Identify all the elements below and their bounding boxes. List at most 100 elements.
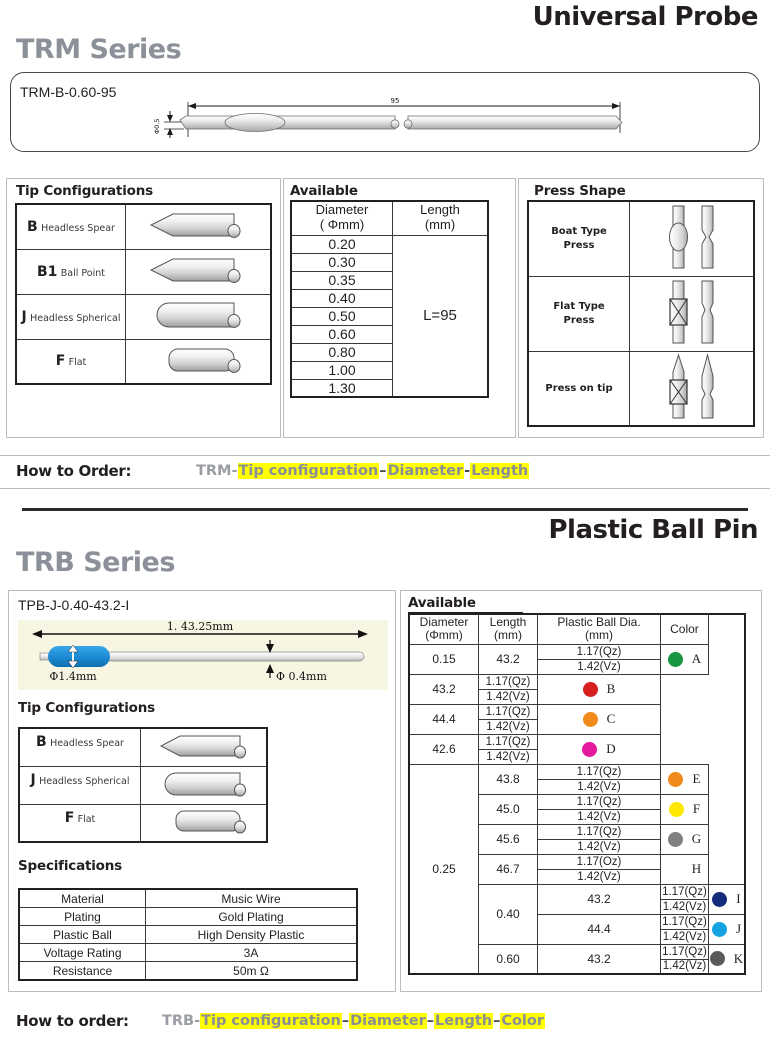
tip-label-cell: B Headless Spear — [15, 203, 126, 250]
section-divider — [22, 508, 748, 511]
trb-order-label: How to order: — [16, 1012, 129, 1030]
ball-dia-cell: 1.17(Qz) — [478, 673, 538, 690]
color-cell: J — [707, 913, 746, 945]
trm-available-table: Diameter( Φmm) Length(mm) 0.20 L=95 0.30… — [290, 200, 489, 398]
trm-order-label: How to Order: — [16, 462, 132, 480]
trb-available-header: Available — [408, 595, 523, 614]
length-cell: 43.2 — [537, 943, 661, 975]
color-cell: K — [707, 943, 746, 975]
table-row: 0.60 — [290, 324, 488, 344]
color-cell: G — [660, 823, 709, 855]
press-label-line1: Flat Type — [553, 301, 605, 312]
ball-dia-cell: 1.17(Qz) — [537, 763, 661, 780]
plastic-ball-pin-title: Plastic Ball Pin — [548, 515, 758, 545]
order-sep-1: – — [341, 1013, 350, 1029]
length-cell: 45.6 — [478, 823, 538, 855]
color-letter: G — [691, 831, 702, 846]
tip-label-cell: J Headless Spherical — [15, 293, 126, 340]
spec-key: Material — [18, 888, 146, 908]
color-dot-j — [711, 921, 727, 937]
ball-dia-cell: 1.42(Vz) — [660, 898, 709, 915]
spec-value: Gold Plating — [145, 907, 358, 926]
tip-code: F — [64, 809, 75, 826]
spear-tip-icon — [159, 735, 246, 759]
press-shape-cell — [629, 275, 755, 352]
tip-label-cell: F Flat — [18, 803, 141, 843]
diameter-cell: 1.00 — [290, 360, 393, 380]
tip-code: B — [36, 734, 47, 750]
order-part-length: Length — [434, 1013, 494, 1029]
order-part-diameter: Diameter — [386, 463, 465, 479]
boat-press-icon — [668, 205, 713, 269]
spherical-tip-icon — [164, 772, 246, 796]
tip-code: F — [55, 353, 66, 370]
ball-dia-cell: 1.42(Vz) — [537, 778, 661, 795]
length-cell: 42.6 — [408, 733, 479, 765]
col-diameter-header: Diameter(Φmm) — [408, 613, 479, 645]
tip-name: Headless Spear — [50, 738, 124, 749]
table-row: F Flat — [15, 338, 272, 385]
spherical-tip-icon — [156, 302, 241, 328]
length-cell: 43.2 — [408, 673, 479, 705]
trm-order-band — [0, 455, 770, 489]
spec-value: 50m Ω — [145, 961, 358, 981]
ball-dia-cell: 1.42(Vz) — [478, 718, 538, 735]
col-diameter-header: Diameter( Φmm) — [290, 200, 393, 236]
color-cell: D — [537, 733, 661, 765]
tip-name: Headless Spear — [41, 222, 115, 234]
ball-dia-cell: 1.17(Qz) — [537, 793, 661, 810]
tip-shape-cell — [125, 338, 272, 385]
color-dot-e — [668, 771, 684, 787]
ball-dia-cell: 1.42(Vz) — [660, 958, 709, 975]
order-sep-3: – — [493, 1013, 501, 1029]
tip-name: Headless Spherical — [30, 312, 121, 324]
spec-value: High Density Plastic — [145, 925, 358, 944]
press-shape-cell — [629, 200, 755, 277]
tip-code: J — [21, 308, 27, 325]
trb-order-sequence: TRB-Tip configuration–Diameter–Length–Co… — [162, 1013, 546, 1029]
length-cell: 44.4 — [537, 913, 661, 945]
tip-label-cell: B1 Ball Point — [15, 248, 126, 295]
spec-value: Music Wire — [145, 888, 358, 908]
tip-label-cell: J Headless Spherical — [18, 765, 141, 805]
color-letter: A — [691, 651, 702, 666]
press-label-cell: Press on tip — [527, 350, 630, 427]
ball-dia-cell: 1.42(Vz) — [537, 658, 661, 675]
color-letter: E — [692, 771, 701, 786]
ball-dia-cell: 1.17(Qz) — [478, 703, 538, 720]
diameter-cell: 0.80 — [290, 342, 393, 362]
press-shape-cell — [629, 350, 755, 427]
diameter-cell: 0.20 — [290, 234, 393, 254]
order-prefix: TRM- — [196, 463, 238, 479]
spear-tip-icon — [149, 213, 241, 239]
ball-dia-cell: 1.42(Vz) — [537, 838, 661, 855]
color-dot-k — [709, 951, 725, 967]
table-row: 1.42(Vz) — [409, 958, 745, 975]
tip-name: Flat — [68, 357, 87, 369]
trb-length-label: 1. 43.25mm — [167, 620, 234, 633]
trb-ball-label: Φ1.4mm — [49, 670, 97, 683]
diameter-cell: 0.40 — [290, 288, 393, 308]
color-cell: F — [660, 793, 709, 825]
color-letter: I — [736, 891, 741, 906]
diameter-cell: 1.30 — [290, 378, 393, 398]
ball-dia-cell: 1.17(Qz) — [660, 883, 709, 900]
tip-shape-cell — [125, 203, 272, 250]
table-row: 0.50 — [290, 306, 488, 326]
color-letter: J — [735, 921, 741, 936]
order-part-color: Color — [500, 1013, 546, 1029]
length-value-cell: L=95 — [392, 234, 489, 398]
